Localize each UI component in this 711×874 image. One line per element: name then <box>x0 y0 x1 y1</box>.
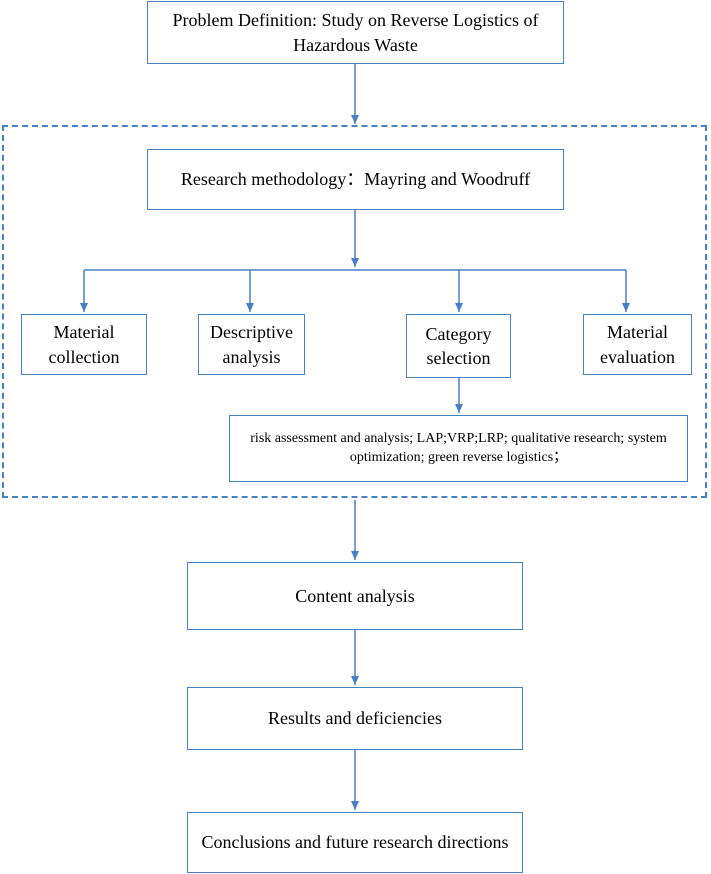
research-methodology-box: Research methodology：Mayring and Woodruf… <box>147 149 564 210</box>
category-selection-label: Category selection <box>425 323 492 368</box>
descriptive-analysis-box: Descriptive analysis <box>198 314 305 375</box>
category-details-label: risk assessment and analysis; LAP;VRP;LR… <box>250 430 667 465</box>
research-methodology-label: Research methodology：Mayring and Woodruf… <box>180 169 531 190</box>
material-evaluation-box: Material evaluation <box>583 314 692 375</box>
category-details-box: risk assessment and analysis; LAP;VRP;LR… <box>229 415 688 482</box>
results-deficiencies-label: Results and deficiencies <box>268 708 442 729</box>
material-evaluation-label: Material evaluation <box>600 322 675 367</box>
problem-definition-label: Problem Definition: Study on Reverse Log… <box>172 10 539 55</box>
conclusions-label: Conclusions and future research directio… <box>201 832 509 853</box>
category-selection-box: Category selection <box>406 314 511 378</box>
conclusions-box: Conclusions and future research directio… <box>187 812 523 873</box>
content-analysis-box: Content analysis <box>187 562 523 630</box>
material-collection-box: Material collection <box>21 314 147 375</box>
descriptive-analysis-label: Descriptive analysis <box>210 322 293 367</box>
material-collection-label: Material collection <box>48 322 120 367</box>
content-analysis-label: Content analysis <box>295 585 415 606</box>
research-methodology-group <box>2 125 707 498</box>
problem-definition-box: Problem Definition: Study on Reverse Log… <box>147 1 564 64</box>
results-deficiencies-box: Results and deficiencies <box>187 687 523 750</box>
